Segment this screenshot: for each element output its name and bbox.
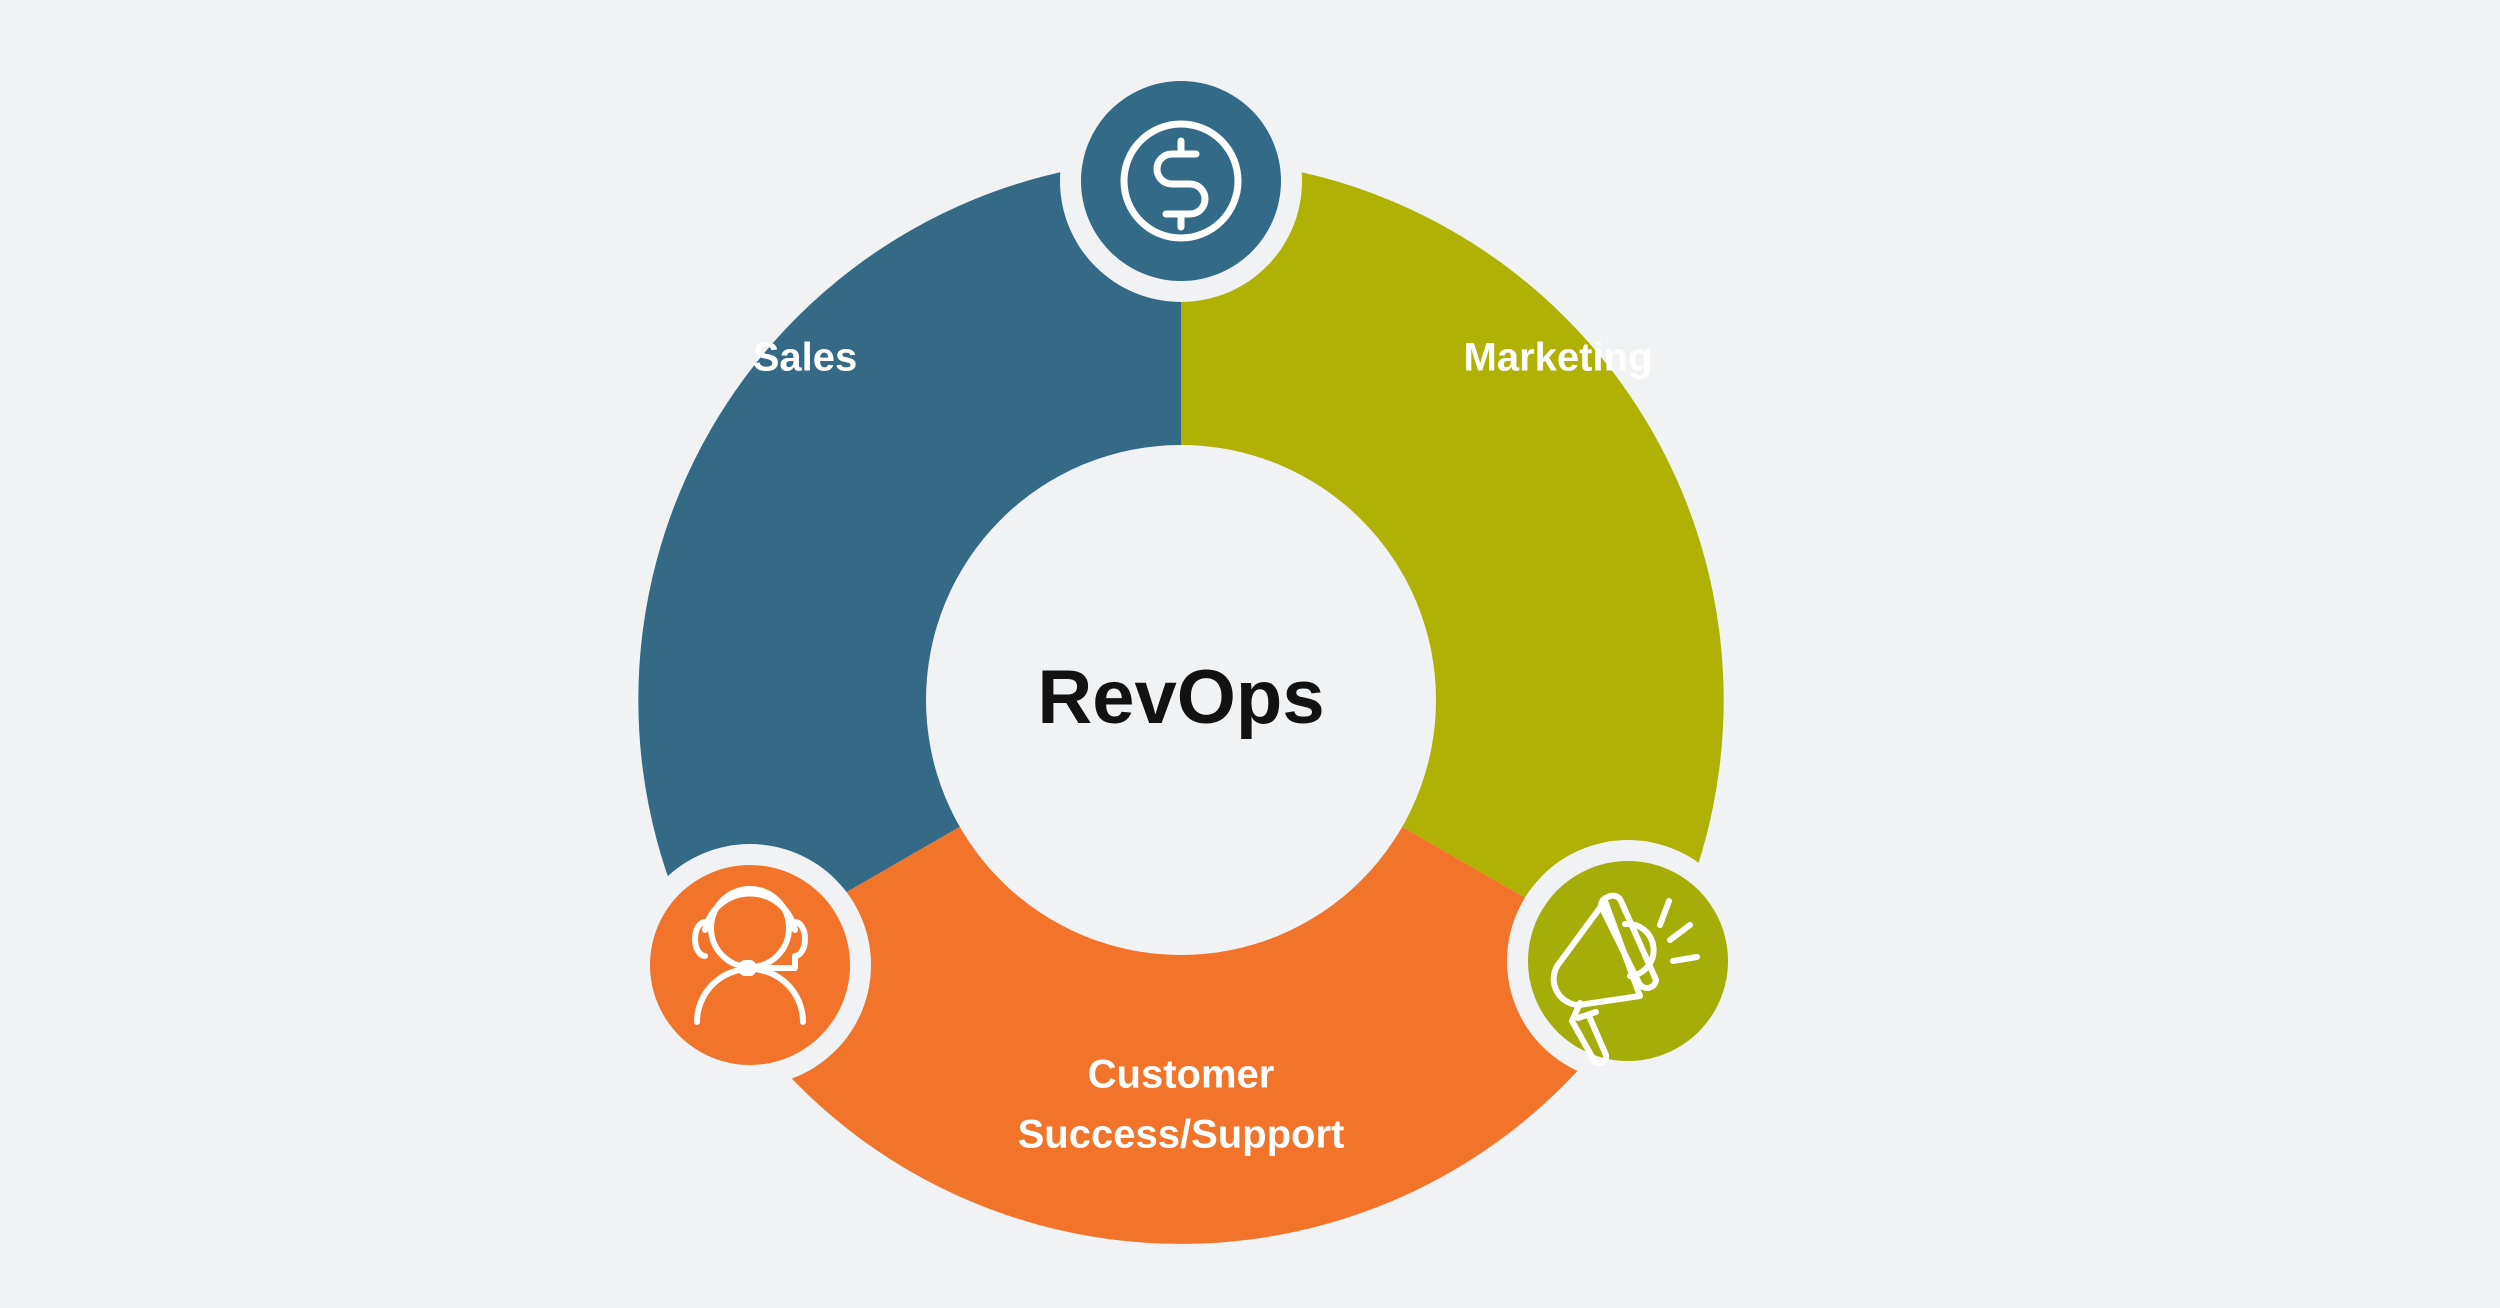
segment-marketing[interactable]: Marketing: [1181, 158, 1724, 971]
segment-customer-success-support-label-line1: Customer: [1088, 1053, 1275, 1097]
segment-customer-success-support-arc[interactable]: [710, 824, 1652, 1244]
megaphone-icon: [1550, 892, 1700, 1067]
segment-sales-label: Sales: [753, 336, 858, 380]
segment-customer-success-support-label-line2: Success/Support: [1018, 1113, 1345, 1157]
icon-badge-customer-success-support[interactable]: [629, 844, 871, 1086]
segment-customer-success-support[interactable]: Customer Success/Support: [710, 824, 1652, 1244]
center-hub-label: RevOps: [1037, 655, 1324, 740]
icon-badge-sales[interactable]: [1060, 60, 1302, 302]
dollar-circle-icon: [1120, 120, 1242, 242]
center-hub-circle[interactable]: [926, 445, 1436, 955]
center-hub[interactable]: RevOps: [926, 445, 1436, 955]
segment-sales-arc[interactable]: [638, 158, 1181, 971]
segment-sales[interactable]: Sales: [638, 158, 1181, 971]
icon-badge-marketing[interactable]: [1507, 840, 1749, 1082]
segment-marketing-label: Marketing: [1464, 336, 1653, 380]
segment-marketing-arc[interactable]: [1181, 158, 1724, 971]
headset-support-icon: [692, 886, 808, 1025]
